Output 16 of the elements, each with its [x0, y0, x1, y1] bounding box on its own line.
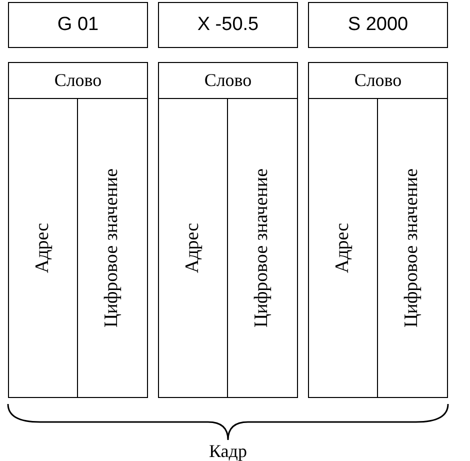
word-frame — [158, 62, 298, 398]
address-label: Адрес — [182, 222, 204, 274]
code-box: G 01 — [8, 2, 148, 48]
code-box: X -50.5 — [158, 2, 298, 48]
word-heading: Слово — [159, 63, 297, 99]
value-label: Цифровое значение — [251, 168, 273, 328]
frame-label: Кадр — [209, 441, 247, 461]
word-frame — [8, 62, 148, 398]
value-label: Цифровое значение — [101, 168, 123, 328]
address-label: Адрес — [332, 222, 354, 274]
word-heading: Слово — [309, 63, 447, 99]
value-label: Цифровое значение — [401, 168, 423, 328]
word-frame — [308, 62, 448, 398]
word-heading: Слово — [9, 63, 147, 99]
code-box: S 2000 — [308, 2, 448, 48]
address-label: Адрес — [32, 222, 54, 274]
